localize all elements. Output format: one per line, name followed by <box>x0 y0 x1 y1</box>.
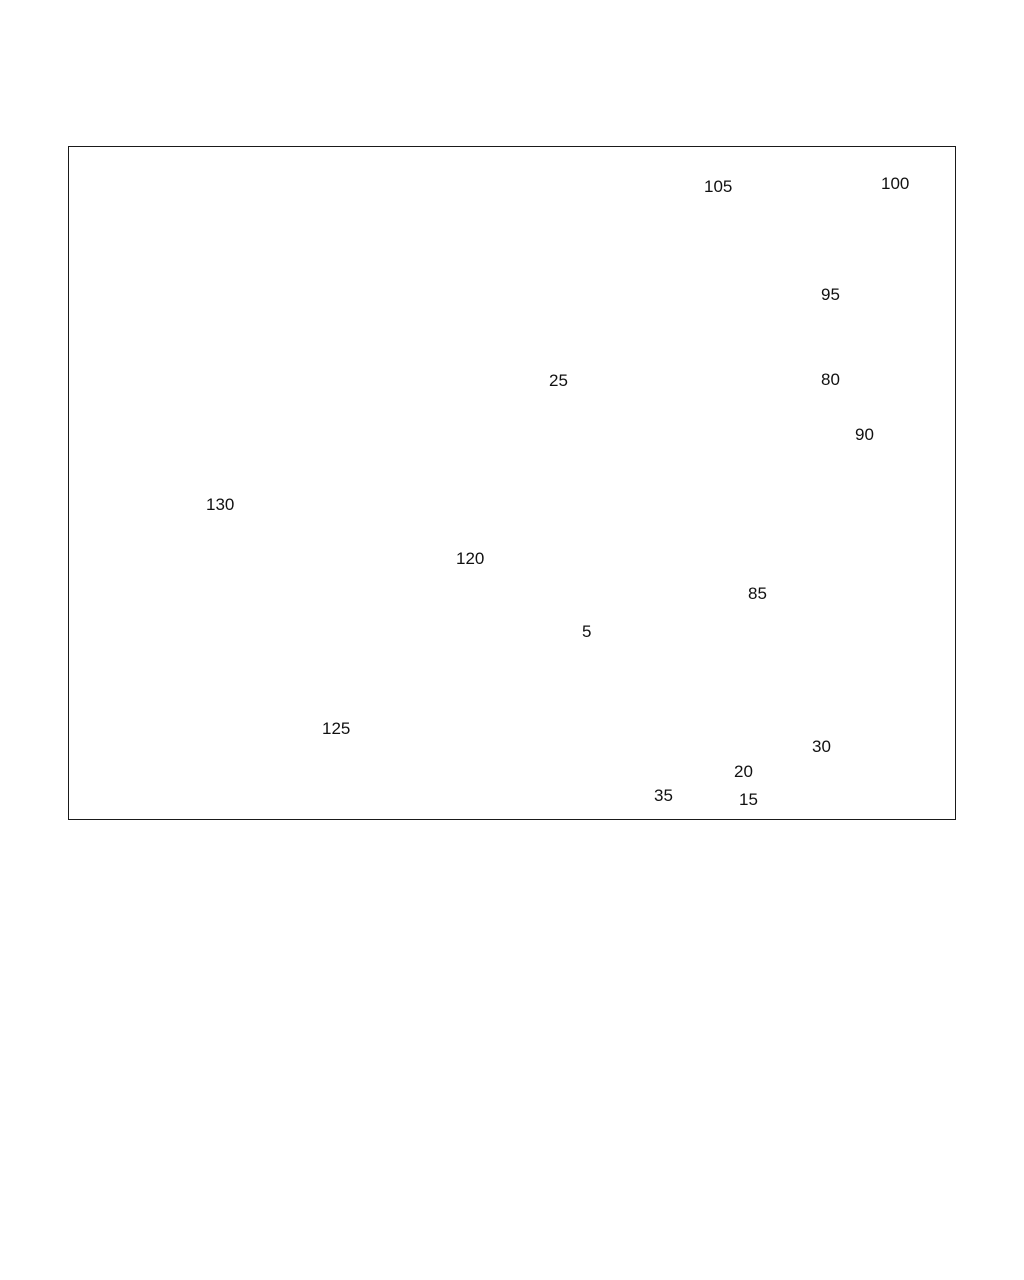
callout-5: 5 <box>582 622 592 641</box>
callout-85: 85 <box>748 584 767 603</box>
callout-90: 90 <box>855 425 874 444</box>
callout-15: 15 <box>739 790 758 809</box>
callout-95: 95 <box>821 285 840 304</box>
callout-125: 125 <box>322 719 351 738</box>
diagram-frame <box>68 146 956 820</box>
callout-35: 35 <box>654 786 673 805</box>
callout-30: 30 <box>812 737 831 756</box>
callout-20: 20 <box>734 762 753 781</box>
callout-100: 100 <box>881 174 910 193</box>
callout-105: 105 <box>704 177 733 196</box>
callout-25: 25 <box>549 371 568 390</box>
callout-130: 130 <box>206 495 235 514</box>
callout-80: 80 <box>821 370 840 389</box>
callout-120: 120 <box>456 549 485 568</box>
